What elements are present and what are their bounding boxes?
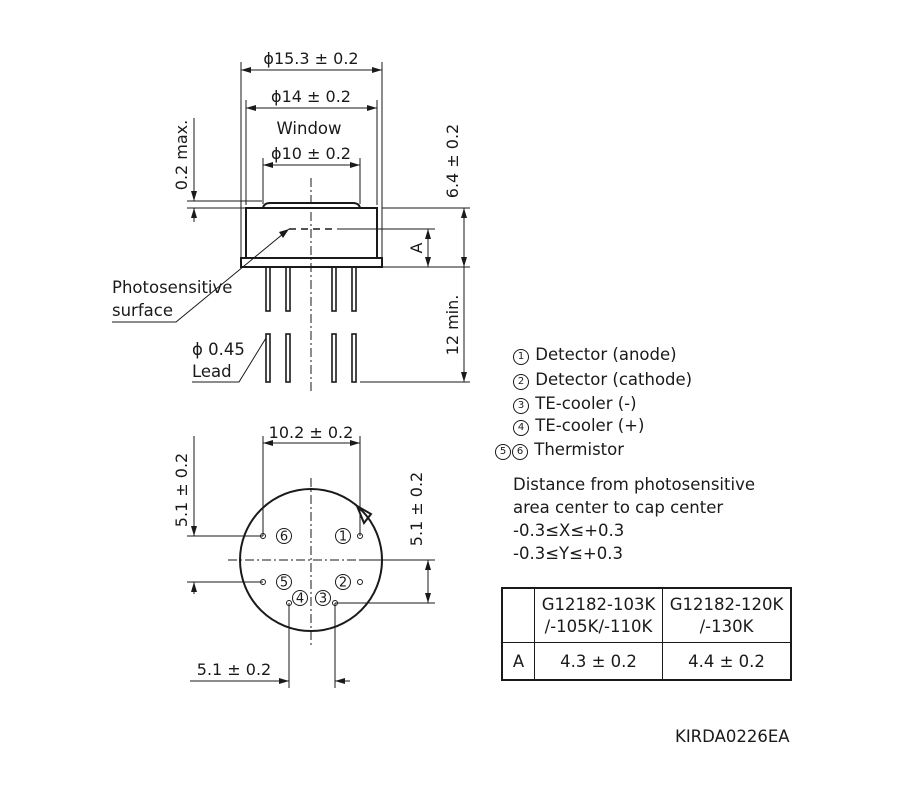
bottom-view: 1 2 3 4 5 6 10.2 ± 0.2 5.1 ± 0.2 [172, 423, 435, 688]
dim-lead-length: 12 min. [443, 295, 462, 356]
dim-height: 6.4 ± 0.2 [443, 124, 462, 198]
legend-item-1: 1 Detector (anode) [513, 345, 677, 365]
table-header-empty [501, 587, 535, 643]
leads-lower [265, 333, 357, 383]
legend-item-2: 2 Detector (cathode) [513, 370, 692, 390]
legend-number-4: 4 [513, 420, 529, 436]
leads-upper [265, 266, 357, 312]
legend-label-4: TE-cooler (+) [535, 416, 645, 435]
dim-right-vertical: 5.1 ± 0.2 [407, 472, 426, 546]
note-line-3: -0.3≤X≤+0.3 [513, 521, 625, 540]
dim-bottom-horizontal: 5.1 ± 0.2 [197, 660, 271, 679]
dim-window-protrusion: 0.2 max. [172, 120, 191, 190]
table-header-model-2-text: G12182-120K /-130K [669, 594, 784, 636]
photosensitive-label-line2: surface [112, 301, 173, 320]
document-code: KIRDA0226EA [675, 727, 790, 746]
pin-3: 3 [319, 592, 327, 607]
table-cell-value-2: 4.4 ± 0.2 [662, 642, 792, 681]
table-cell-value-1: 4.3 ± 0.2 [534, 642, 663, 681]
dim-left-vertical: 5.1 ± 0.2 [172, 453, 191, 527]
legend-number-6: 6 [512, 444, 528, 460]
note-line-2: area center to cap center [513, 498, 724, 517]
legend-number-5: 5 [495, 444, 511, 460]
dim-outer-diameter: ϕ15.3 ± 0.2 [263, 49, 358, 68]
pin-2: 2 [339, 576, 347, 591]
legend-item-4: 4 TE-cooler (+) [513, 416, 644, 436]
dim-a: A [407, 242, 426, 253]
lead-label: Lead [192, 362, 232, 381]
legend-item-3: 3 TE-cooler (-) [513, 394, 637, 414]
dim-window-diameter: ϕ10 ± 0.2 [271, 144, 351, 163]
table-header-model-2: G12182-120K /-130K [662, 587, 792, 643]
side-view: ϕ15.3 ± 0.2 ϕ14 ± 0.2 Window ϕ10 ± 0.2 0… [112, 49, 470, 392]
lead-diameter: ϕ 0.45 [192, 340, 245, 359]
legend-label-2: Detector (cathode) [535, 370, 693, 389]
legend-number-3: 3 [513, 398, 529, 414]
dimension-a-table: G12182-103K /-105K/-110K G12182-120K /-1… [501, 587, 792, 681]
window-label: Window [276, 119, 341, 138]
table-row: A 4.3 ± 0.2 4.4 ± 0.2 [501, 642, 792, 681]
table-header-row: G12182-103K /-105K/-110K G12182-120K /-1… [501, 587, 792, 643]
pin-4: 4 [296, 592, 304, 607]
pin-5: 5 [280, 576, 288, 591]
legend-number-1: 1 [513, 349, 529, 365]
legend-label-1: Detector (anode) [535, 345, 677, 364]
legend-label-3: TE-cooler (-) [535, 394, 637, 413]
table-row-label: A [501, 642, 535, 681]
dim-cap-diameter: ϕ14 ± 0.2 [271, 87, 351, 106]
pin-1: 1 [339, 530, 347, 545]
legend-number-2: 2 [513, 374, 529, 390]
pin-6: 6 [280, 530, 288, 545]
note-line-4: -0.3≤Y≤+0.3 [513, 544, 623, 563]
table-header-model-1: G12182-103K /-105K/-110K [534, 587, 663, 643]
table-header-model-1-text: G12182-103K /-105K/-110K [541, 594, 656, 636]
pin-numbers: 1 2 3 4 5 6 [276, 528, 351, 607]
legend-label-5-6: Thermistor [534, 440, 625, 459]
dim-pin-spacing-x: 10.2 ± 0.2 [269, 423, 354, 442]
photosensitive-label: Photosensitive [112, 278, 232, 297]
note-line-1: Distance from photosensitive [513, 475, 755, 494]
